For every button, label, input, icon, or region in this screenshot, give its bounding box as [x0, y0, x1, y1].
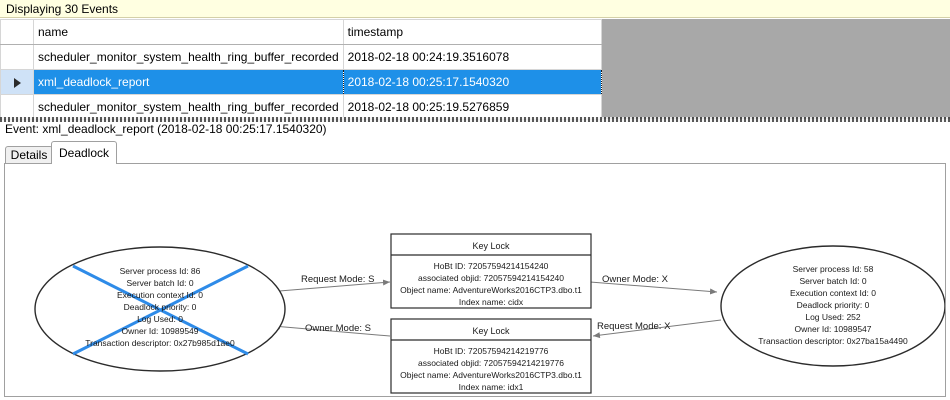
grid-header-timestamp[interactable]: timestamp — [342, 19, 602, 45]
keylock-bottom-line-1: HoBt ID: 72057594214219776 — [434, 346, 549, 356]
process-right-line-5: Log Used: 252 — [805, 312, 861, 322]
process-right-line-6: Owner Id: 10989547 — [794, 324, 871, 334]
process-left-line-7: Transaction descriptor: 0x27b985d1ae0 — [85, 338, 235, 348]
deadlock-graph[interactable]: Request Mode: S Owner Mode: X Owner Mode… — [5, 164, 945, 396]
process-left-line-2: Server batch Id: 0 — [126, 278, 193, 288]
edge-left-owner: Owner Mode: S — [272, 323, 391, 337]
victim-cross-line-2 — [72, 264, 249, 356]
grid-header-row: name timestamp — [0, 19, 602, 45]
tab-strip: Details Deadlock — [0, 141, 950, 164]
process-right-line-2: Server batch Id: 0 — [799, 276, 866, 286]
edge-right-owner-label: Owner Mode: X — [602, 274, 669, 285]
keylock-top-line-3: Object name: AdventureWorks2016CTP3.dbo.… — [400, 285, 582, 295]
process-right-line-7: Transaction descriptor: 0x27ba15a4490 — [758, 336, 908, 346]
cell-name[interactable]: xml_deadlock_report — [33, 69, 344, 95]
keylock-bottom-line-2: associated objid: 72057594214219776 — [418, 358, 564, 368]
row-selector[interactable] — [0, 69, 34, 95]
keylock-top-line-1: HoBt ID: 72057594214154240 — [434, 261, 549, 271]
keylock-top-title: Key Lock — [472, 241, 510, 251]
deadlock-graph-panel: Request Mode: S Owner Mode: X Owner Mode… — [4, 163, 946, 397]
tab-details[interactable]: Details — [5, 146, 53, 164]
process-node-right[interactable]: Server process Id: 58 Server batch Id: 0… — [720, 245, 945, 367]
edge-right-request: Request Mode: X — [592, 319, 722, 339]
process-left-line-3: Execution context Id: 0 — [117, 290, 203, 300]
keylock-bottom-line-3: Object name: AdventureWorks2016CTP3.dbo.… — [400, 370, 582, 380]
table-row[interactable]: xml_deadlock_report 2018-02-18 00:25:17.… — [0, 69, 602, 95]
edge-right-request-label: Request Mode: X — [597, 321, 671, 332]
cell-timestamp[interactable]: 2018-02-18 00:24:19.3516078 — [342, 44, 602, 70]
events-banner: Displaying 30 Events — [0, 0, 950, 18]
edge-left-owner-label: Owner Mode: S — [305, 323, 371, 334]
grid-header-name[interactable]: name — [33, 19, 344, 45]
process-right-line-1: Server process Id: 58 — [793, 264, 874, 274]
process-node-left[interactable]: Server process Id: 86 Server batch Id: 0… — [34, 246, 286, 372]
cell-timestamp[interactable]: 2018-02-18 00:25:19.5276859 — [342, 94, 602, 120]
keylock-bottom-line-4: Index name: idx1 — [459, 382, 524, 392]
row-selector[interactable] — [0, 44, 34, 70]
events-grid-background: name timestamp scheduler_monitor_system_… — [0, 19, 950, 120]
cell-timestamp[interactable]: 2018-02-18 00:25:17.1540320 — [342, 69, 602, 95]
table-row[interactable]: scheduler_monitor_system_health_ring_buf… — [0, 44, 602, 70]
keylock-bottom-box[interactable] — [390, 318, 592, 394]
edge-right-owner: Owner Mode: X — [589, 274, 718, 295]
events-grid[interactable]: name timestamp scheduler_monitor_system_… — [0, 19, 602, 120]
keylock-bottom-title: Key Lock — [472, 326, 510, 336]
resource-node-keylock-bottom[interactable]: Key Lock HoBt ID: 72057594214219776 asso… — [390, 318, 592, 394]
process-left-line-6: Owner Id: 10989549 — [121, 326, 198, 336]
grid-header-selector — [0, 19, 34, 45]
keylock-top-line-4: Index name: cidx — [459, 297, 524, 307]
cell-name[interactable]: scheduler_monitor_system_health_ring_buf… — [33, 44, 344, 70]
process-left-line-5: Log Used: 0 — [137, 314, 183, 324]
event-title: Event: xml_deadlock_report (2018-02-18 0… — [5, 122, 327, 136]
horizontal-splitter[interactable] — [0, 117, 950, 122]
process-left-line-4: Deadlock priority: 0 — [124, 302, 197, 312]
keylock-top-box[interactable] — [390, 233, 592, 309]
process-right-ellipse[interactable] — [720, 245, 945, 367]
table-row[interactable]: scheduler_monitor_system_health_ring_buf… — [0, 94, 602, 120]
process-left-line-1: Server process Id: 86 — [120, 266, 201, 276]
keylock-top-line-2: associated objid: 72057594214154240 — [418, 273, 564, 283]
tab-deadlock[interactable]: Deadlock — [51, 141, 117, 164]
edge-left-request: Request Mode: S — [266, 274, 391, 293]
process-right-line-4: Deadlock priority: 0 — [797, 300, 870, 310]
events-banner-label: Displaying 30 Events — [6, 2, 119, 16]
row-selector-arrow-icon — [13, 77, 21, 88]
row-selector[interactable] — [0, 94, 34, 120]
cell-name[interactable]: scheduler_monitor_system_health_ring_buf… — [33, 94, 344, 120]
resource-node-keylock-top[interactable]: Key Lock HoBt ID: 72057594214154240 asso… — [390, 233, 592, 309]
edge-left-request-label: Request Mode: S — [301, 274, 374, 285]
process-right-line-3: Execution context Id: 0 — [790, 288, 876, 298]
